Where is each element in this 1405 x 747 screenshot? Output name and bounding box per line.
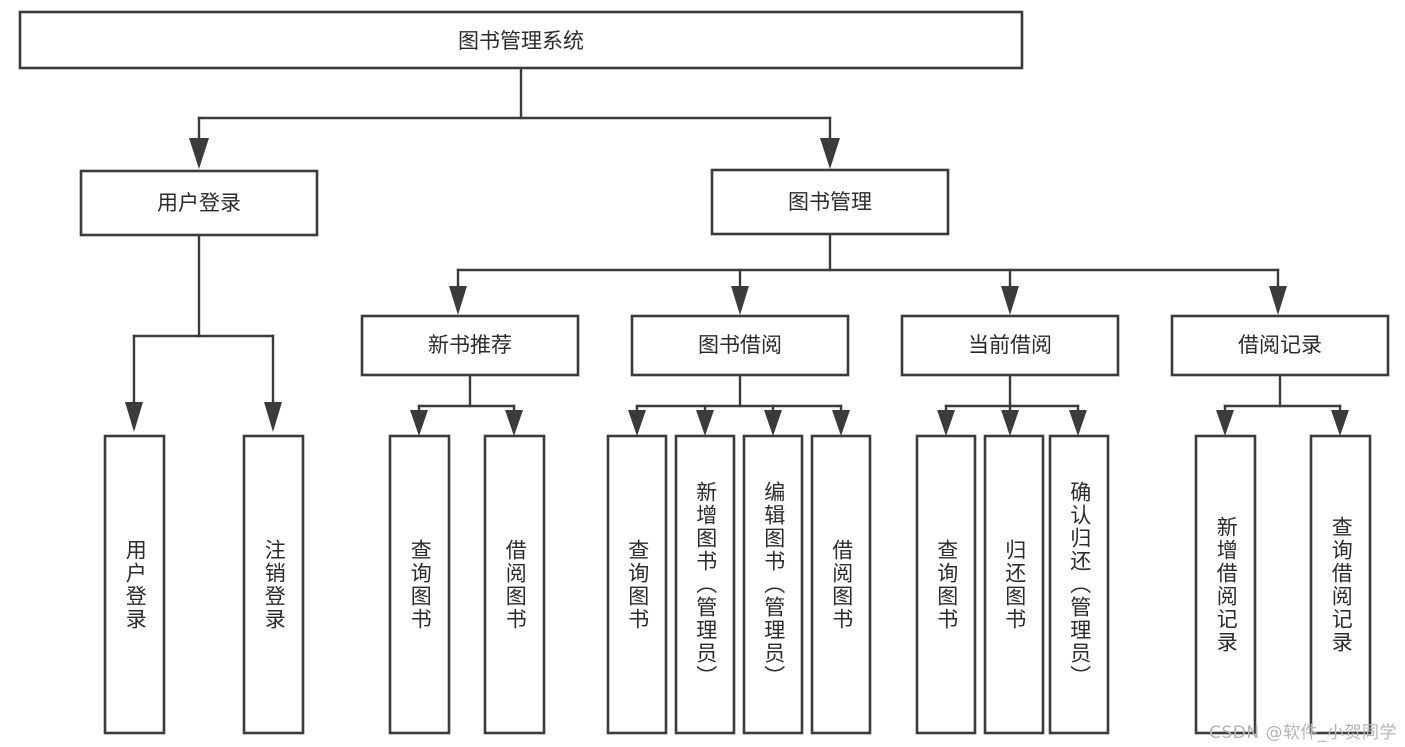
node-book-borrow-label: 图书借阅 bbox=[698, 333, 782, 357]
node-borrow-record-label: 借阅记录 bbox=[1238, 333, 1322, 357]
arrow-add-record bbox=[1216, 410, 1234, 436]
arrow-book-manage bbox=[820, 138, 840, 169]
csdn-watermark: CSDN @软件_小贺同学 bbox=[1209, 723, 1397, 743]
node-current-borrow-box[interactable] bbox=[900, 314, 1120, 377]
node-leaf-query-record-box[interactable] bbox=[1309, 434, 1372, 735]
node-book-manage-label: 图书管理 bbox=[788, 190, 872, 214]
node-leaf-query-book-2-box[interactable] bbox=[606, 434, 668, 735]
node-leaf-user-login-box[interactable] bbox=[103, 434, 166, 735]
node-leaf-borrow-book-1-box[interactable] bbox=[483, 434, 546, 735]
arrow-query-book-3 bbox=[937, 410, 955, 436]
node-leaf-edit-book-box[interactable] bbox=[742, 434, 804, 735]
arrow-borrow-book-1 bbox=[505, 410, 523, 436]
node-root-label: 图书管理系统 bbox=[458, 29, 584, 53]
node-leaf-confirm-return-box[interactable] bbox=[1048, 434, 1110, 735]
node-leaf-user-logout-box[interactable] bbox=[242, 434, 305, 735]
node-layer: 图书管理系统 用户登录 图书管理 新书推荐 图书借阅 当前借阅 借阅记录 bbox=[18, 10, 1390, 735]
arrow-return-book bbox=[1001, 410, 1019, 436]
node-user-login-box[interactable] bbox=[79, 169, 319, 237]
node-book-borrow-box[interactable] bbox=[630, 314, 850, 377]
arrow-query-book-2 bbox=[628, 410, 646, 436]
arrow-query-book-1 bbox=[410, 410, 428, 436]
arrow-add-book bbox=[696, 410, 714, 436]
node-new-book-recommend-label: 新书推荐 bbox=[428, 333, 512, 357]
arrow-leaf-user-logout bbox=[264, 402, 282, 432]
node-leaf-query-book-1-box[interactable] bbox=[388, 434, 451, 735]
arrow-user-login bbox=[189, 138, 209, 169]
arrow-borrow-book-2 bbox=[832, 410, 850, 436]
node-root-box[interactable] bbox=[18, 10, 1024, 70]
arrow-borrow-record bbox=[1269, 286, 1287, 315]
node-leaf-return-book-box[interactable] bbox=[983, 434, 1045, 735]
arrow-query-record bbox=[1331, 410, 1349, 436]
node-user-login-label: 用户登录 bbox=[157, 191, 241, 215]
node-current-borrow-label: 当前借阅 bbox=[968, 333, 1052, 357]
arrow-current-borrow bbox=[1001, 286, 1019, 315]
node-book-manage-box[interactable] bbox=[710, 168, 950, 236]
arrow-new-book-recommend bbox=[449, 286, 467, 315]
node-leaf-borrow-book-2-box[interactable] bbox=[810, 434, 872, 735]
node-new-book-recommend-box[interactable] bbox=[360, 314, 580, 377]
arrow-book-borrow bbox=[731, 286, 749, 315]
arrow-leaf-user-login bbox=[125, 402, 143, 432]
arrow-edit-book bbox=[764, 410, 782, 436]
node-leaf-query-book-3-box[interactable] bbox=[915, 434, 977, 735]
node-borrow-record-box[interactable] bbox=[1170, 314, 1390, 377]
arrow-confirm-return bbox=[1069, 410, 1087, 436]
node-leaf-add-record-box[interactable] bbox=[1194, 434, 1257, 735]
node-leaf-add-book-box[interactable] bbox=[674, 434, 736, 735]
connector-layer bbox=[125, 66, 1349, 436]
